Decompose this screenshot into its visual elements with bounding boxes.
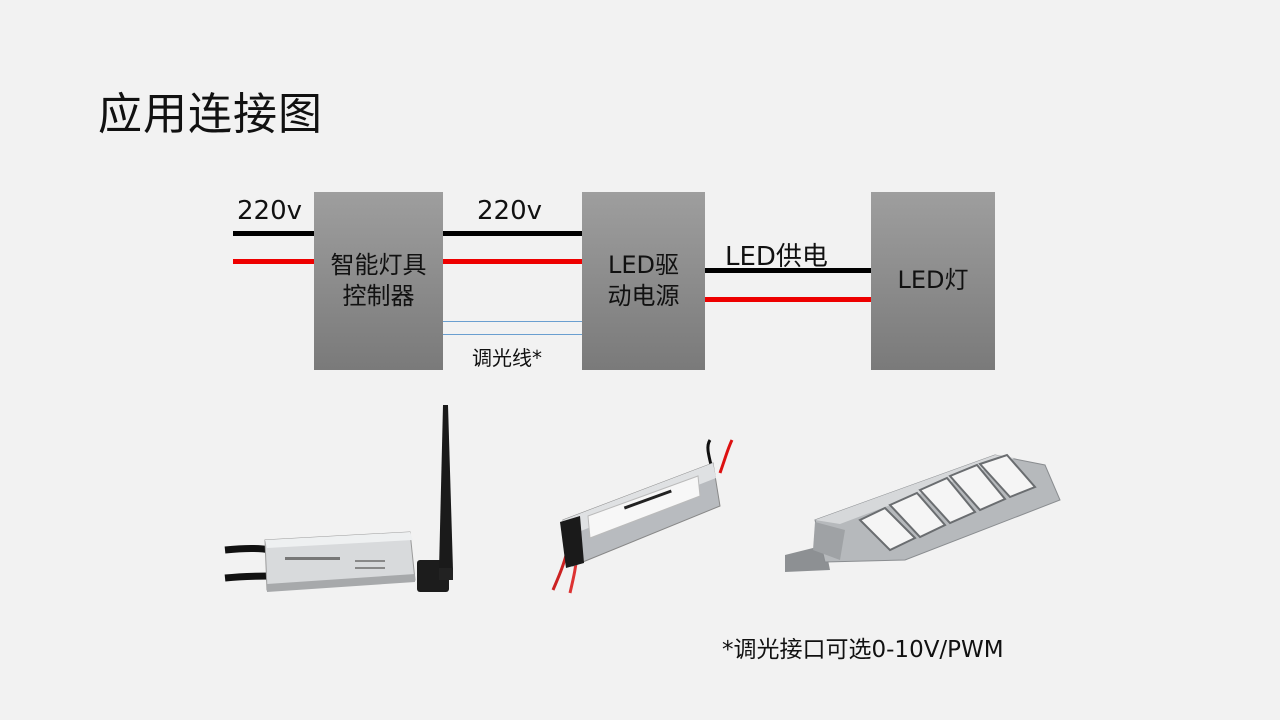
dimming-interface-note: *调光接口可选0-10V/PWM (722, 637, 1004, 663)
driver-label: LED驱 动电源 (607, 250, 680, 310)
controller-box: 智能灯具 控制器 (314, 192, 443, 370)
streetlight-photo (785, 453, 1061, 572)
lamp-label: LED灯 (897, 266, 969, 295)
output-red-wire (705, 297, 871, 302)
dimming-line-top (443, 321, 582, 322)
led-supply-label: LED供电 (725, 242, 828, 272)
driver-box: LED驱 动电源 (582, 192, 705, 370)
mid-voltage-label: 220v (477, 196, 543, 226)
page-title: 应用连接图 (98, 89, 323, 140)
mid-black-wire (443, 231, 582, 236)
driver-photo (551, 439, 734, 594)
dimming-wire-label: 调光线* (472, 346, 542, 370)
output-black-wire (705, 268, 871, 273)
input-voltage-label: 220v (237, 196, 303, 226)
lamp-box: LED灯 (871, 192, 995, 370)
input-black-wire (233, 231, 315, 236)
input-red-wire (233, 259, 315, 264)
controller-label: 智能灯具 控制器 (330, 250, 427, 310)
controller-photo (224, 405, 453, 592)
mid-red-wire (443, 259, 582, 264)
dimming-line-bottom (443, 334, 582, 335)
